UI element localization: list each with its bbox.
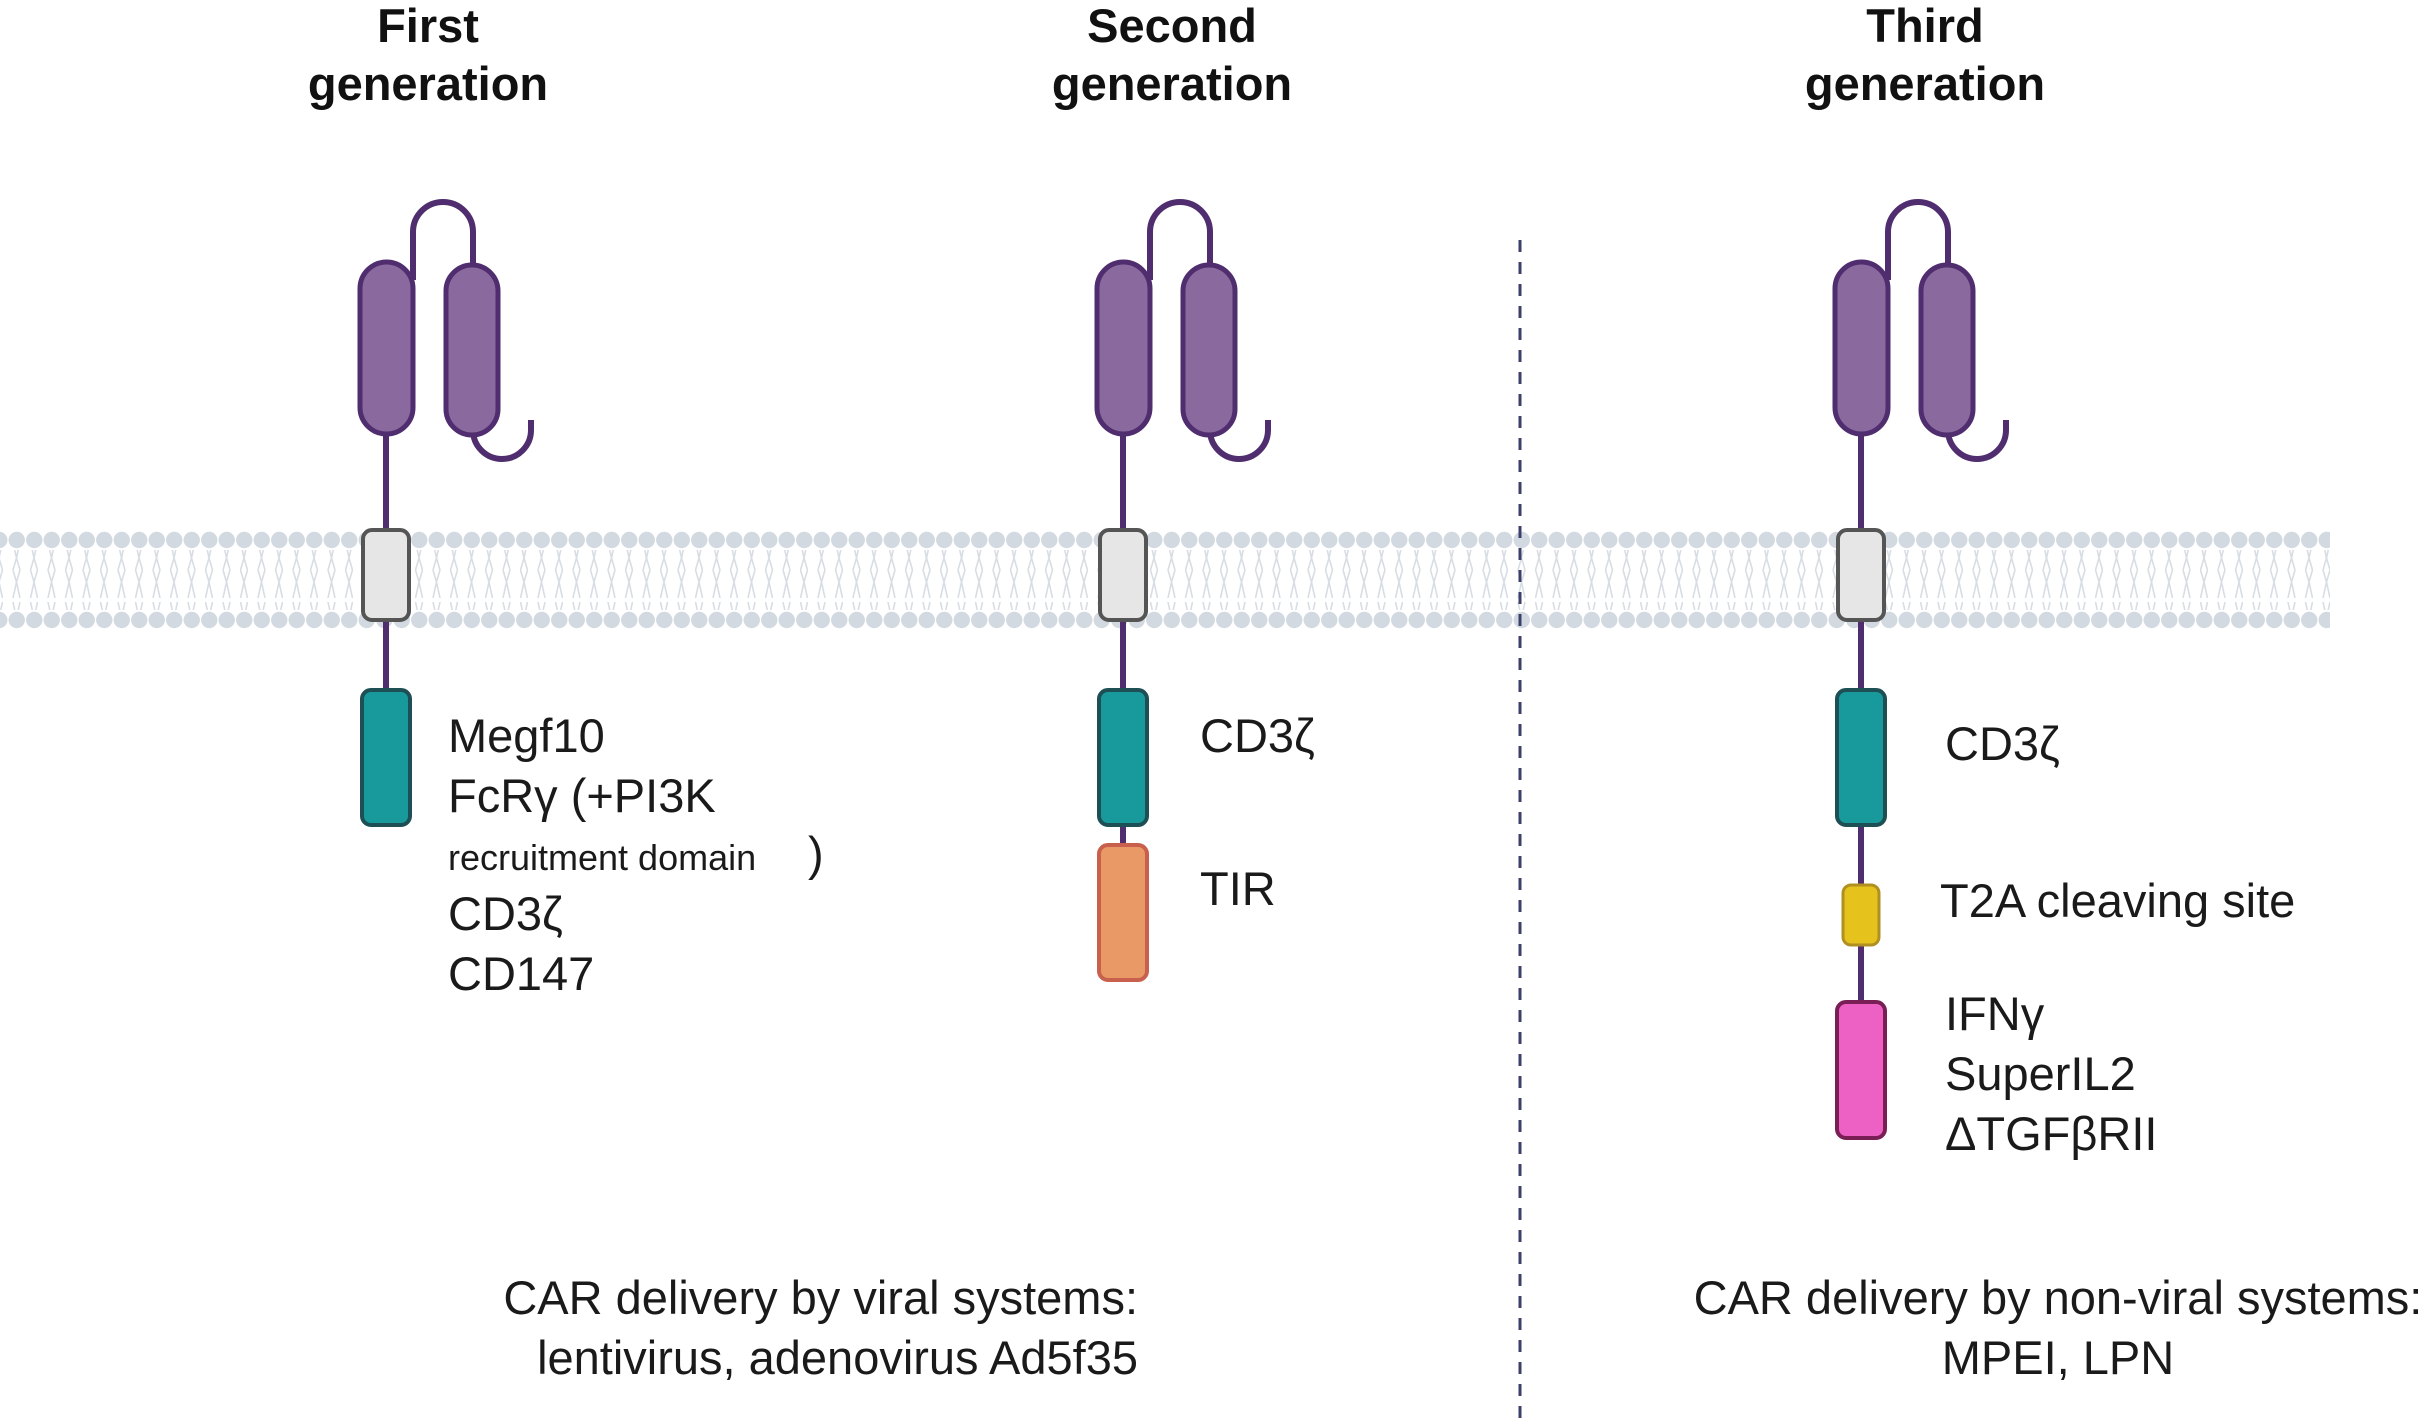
second-generation-title-line2: generation <box>1052 57 1292 110</box>
first-generation-title-line1: First <box>377 0 479 52</box>
scfv-light-chain <box>1180 262 1238 438</box>
third-generation: Third generation CD3ζ T2A cleaving site … <box>1805 0 2295 1160</box>
scfv-light-chain <box>443 262 501 438</box>
transmembrane-domain <box>1098 528 1148 622</box>
third-gen-label-ifng: IFNγ <box>1945 987 2045 1040</box>
scfv-light-chain <box>1918 262 1976 438</box>
first-gen-label-megf10: Megf10 <box>448 709 605 762</box>
first-gen-label-cd3z: CD3ζ <box>448 887 563 940</box>
third-generation-title-line2: generation <box>1805 57 2045 110</box>
transmembrane-domain <box>1836 528 1886 622</box>
third-gen-label-t2a: T2A cleaving site <box>1940 874 2295 927</box>
first-generation: First generation Megf10 FcRγ (+PI3K recr… <box>308 0 824 1000</box>
scfv-heavy-chain <box>1094 259 1153 437</box>
transmembrane-domain <box>361 528 411 622</box>
viral-caption-line1: CAR delivery by viral systems: <box>503 1271 1138 1324</box>
cell-membrane <box>0 510 2330 650</box>
nonviral-caption-line2: MPEI, LPN <box>1942 1331 2174 1384</box>
tir-domain <box>1097 843 1149 982</box>
first-gen-label-recruitment: recruitment domain <box>448 837 756 878</box>
first-gen-label-fcrg: FcRγ (+PI3K <box>448 769 716 822</box>
captions: CAR delivery by viral systems: lentiviru… <box>503 1271 2422 1384</box>
cd3z-domain <box>1835 688 1887 827</box>
third-generation-title-line1: Third <box>1866 0 1983 52</box>
first-generation-title-line2: generation <box>308 57 548 110</box>
first-gen-label-paren: ) <box>808 827 824 880</box>
third-gen-car-receptor <box>1832 199 2009 1140</box>
second-generation: Second generation CD3ζ TIR <box>1052 0 1315 982</box>
second-generation-title-line1: Second <box>1087 0 1257 52</box>
third-gen-label-superil2: SuperIL2 <box>1945 1047 2136 1100</box>
cytokine-domain <box>1835 1000 1887 1140</box>
nonviral-caption-line1: CAR delivery by non-viral systems: <box>1694 1271 2423 1324</box>
second-gen-car-receptor <box>1094 199 1271 982</box>
third-gen-label-cd3z: CD3ζ <box>1945 717 2060 770</box>
viral-caption-line2: lentivirus, adenovirus Ad5f35 <box>537 1331 1138 1384</box>
first-gen-car-receptor <box>357 199 534 827</box>
second-gen-label-tir: TIR <box>1200 862 1276 915</box>
cd3z-domain <box>1097 688 1149 827</box>
t2a-site <box>1841 883 1881 947</box>
signaling-domain <box>360 688 412 827</box>
third-gen-label-dtgfbrii: ΔTGFβRII <box>1945 1107 2157 1160</box>
scfv-heavy-chain <box>1832 259 1891 437</box>
scfv-heavy-chain <box>357 259 416 437</box>
first-gen-label-cd147: CD147 <box>448 947 594 1000</box>
second-gen-label-cd3z: CD3ζ <box>1200 709 1315 762</box>
